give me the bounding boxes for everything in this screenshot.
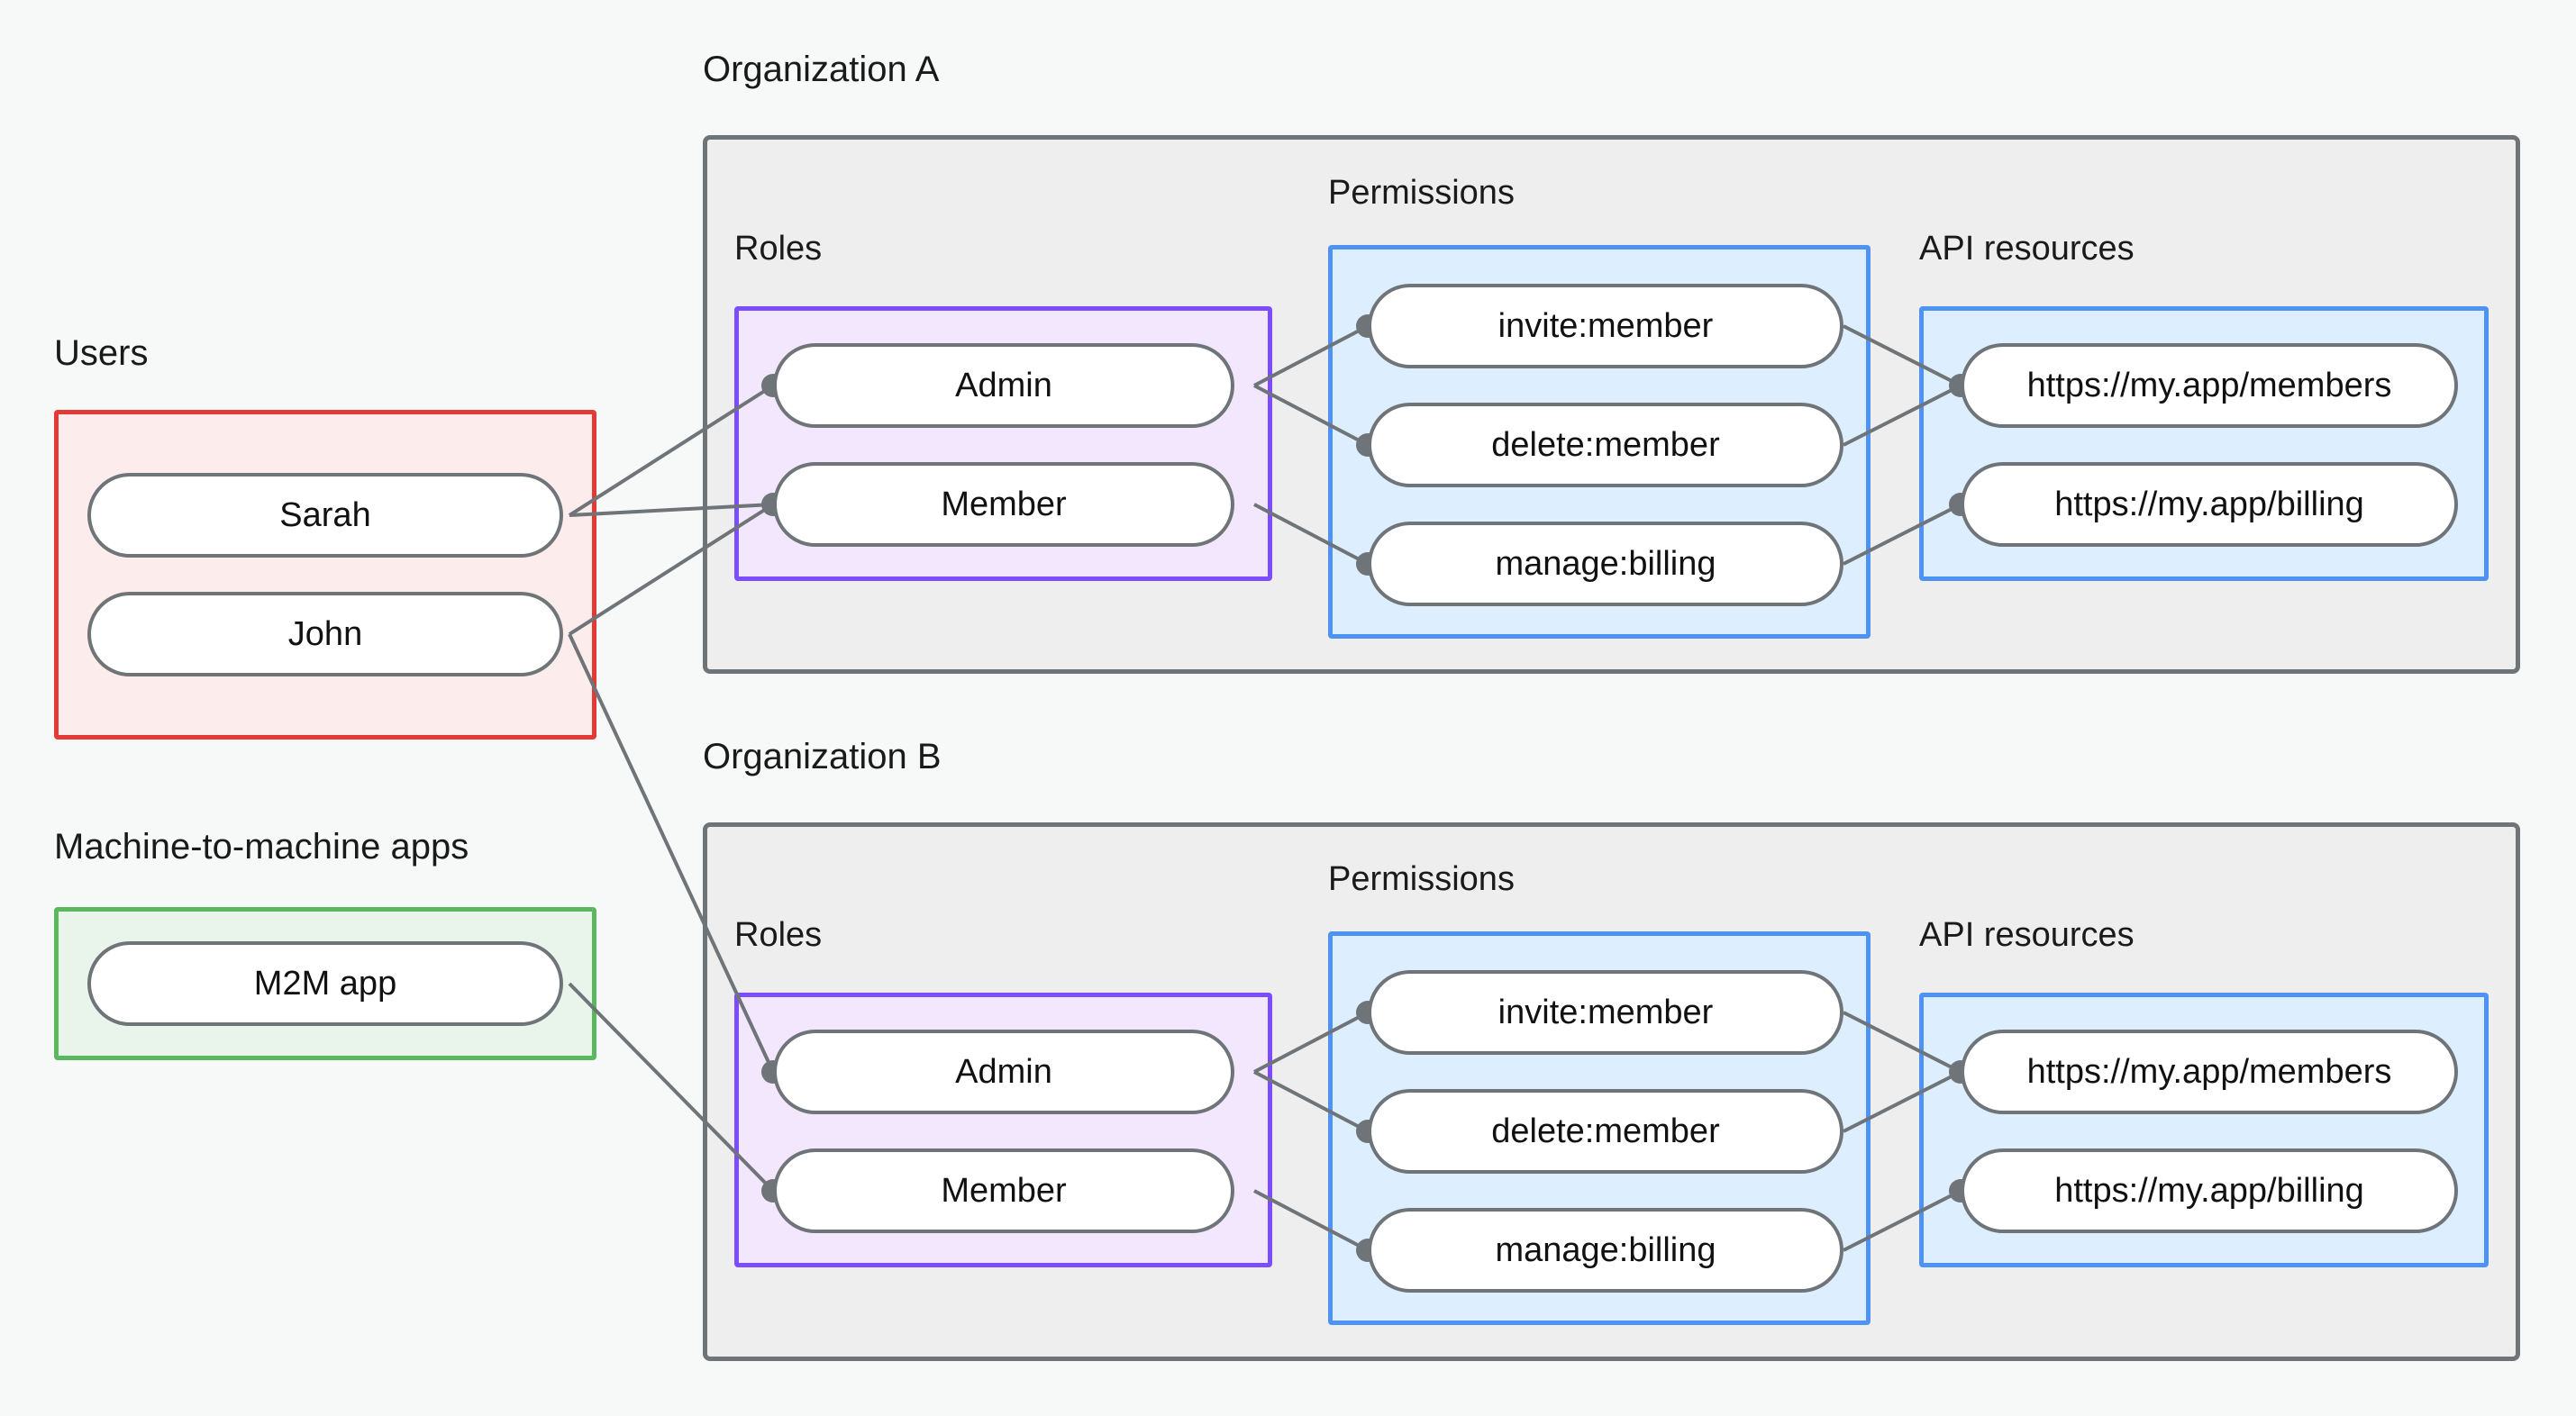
orgB-permission-pill-invite-member[interactable]: invite:member bbox=[1368, 970, 1843, 1055]
orgA-role-pill-admin[interactable]: Admin bbox=[773, 343, 1234, 428]
m2m-pill-app[interactable]: M2M app bbox=[87, 941, 563, 1026]
orgB-permission-pill-delete-member[interactable]: delete:member bbox=[1368, 1089, 1843, 1174]
orgA-roles-label: Roles bbox=[734, 230, 823, 268]
orgA-role-pill-member[interactable]: Member bbox=[773, 462, 1234, 547]
orgB-api-pill-billing[interactable]: https://my.app/billing bbox=[1961, 1148, 2458, 1233]
orgA-api-pill-members[interactable]: https://my.app/members bbox=[1961, 343, 2458, 428]
orgB-api-pill-members[interactable]: https://my.app/members bbox=[1961, 1030, 2458, 1114]
orgA-permission-pill-manage-billing[interactable]: manage:billing bbox=[1368, 522, 1843, 606]
orgB-api-resources-label: API resources bbox=[1919, 916, 2135, 954]
user-pill-sarah[interactable]: Sarah bbox=[87, 473, 563, 558]
users-container bbox=[54, 410, 596, 740]
user-pill-john[interactable]: John bbox=[87, 592, 563, 676]
orgB-role-pill-admin[interactable]: Admin bbox=[773, 1030, 1234, 1114]
organization-a-label: Organization A bbox=[703, 50, 940, 89]
users-group-label: Users bbox=[54, 333, 149, 373]
orgA-api-pill-billing[interactable]: https://my.app/billing bbox=[1961, 462, 2458, 547]
orgA-api-resources-label: API resources bbox=[1919, 230, 2135, 268]
orgB-role-pill-member[interactable]: Member bbox=[773, 1148, 1234, 1233]
orgA-permissions-label: Permissions bbox=[1328, 174, 1515, 212]
orgA-permission-pill-delete-member[interactable]: delete:member bbox=[1368, 403, 1843, 487]
orgA-permission-pill-invite-member[interactable]: invite:member bbox=[1368, 284, 1843, 368]
m2m-group-label: Machine-to-machine apps bbox=[54, 827, 469, 867]
orgB-roles-label: Roles bbox=[734, 916, 823, 954]
orgB-permissions-label: Permissions bbox=[1328, 860, 1515, 898]
organization-b-label: Organization B bbox=[703, 737, 942, 776]
orgB-permission-pill-manage-billing[interactable]: manage:billing bbox=[1368, 1208, 1843, 1293]
